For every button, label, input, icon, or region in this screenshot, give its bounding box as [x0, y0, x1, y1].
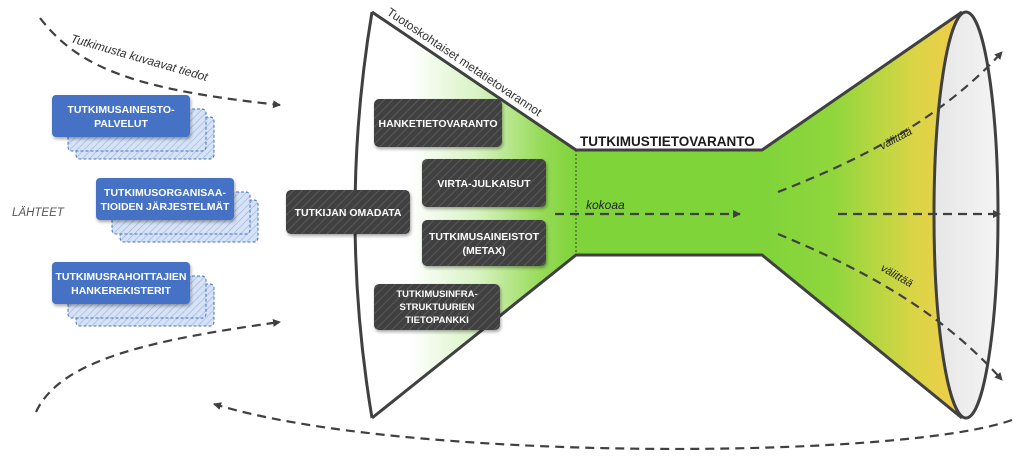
source-research-org-systems: TUTKIMUSORGANISAA- TIOIDEN JÄRJESTELMÄT: [96, 178, 259, 243]
source-research-data-services: TUTKIMUSAINEISTO- PALVELUT: [52, 95, 215, 160]
central-repo-title: TUTKIMUSTIETOVARANTO: [580, 134, 755, 149]
repo-datasets-metax: TUTKIMUSAINEISTOT (METAX): [422, 220, 546, 266]
flow-arrows: [35, 17, 1013, 451]
arrow-deliver-up: [777, 51, 1003, 194]
repository-boxes: TUTKIJAN OMADATA HANKETIETOVARANTO VIRTA…: [286, 99, 546, 330]
arrow-feedback-loop: [213, 402, 1013, 451]
arrow-return-lower: [35, 318, 281, 413]
source-3-line1: TUTKIMUSRAHOITTAJIEN: [55, 271, 186, 283]
funnel-outline: [371, 10, 963, 420]
arrow-describing-data: [39, 17, 281, 109]
repo-datasets-line1: TUTKIMUSAINEISTOT: [429, 231, 540, 243]
source-2-line1: TUTKIMUSORGANISAA-: [104, 187, 226, 199]
source-funder-registers: TUTKIMUSRAHOITTAJIEN HANKEREKISTERIT: [52, 262, 215, 327]
repo-infra-line3: TIETOPANKKI: [405, 315, 469, 326]
repo-researcher-label: TUTKIJAN OMADATA: [295, 207, 402, 219]
repo-virta-label: VIRTA-JULKAISUT: [437, 178, 531, 190]
collects-label: kokoaa: [586, 198, 625, 212]
funnel-neck: [576, 150, 762, 255]
repo-projects: HANKETIETOVARANTO: [374, 99, 502, 147]
repo-datasets-line2: (METAX): [463, 245, 506, 257]
repo-virta: VIRTA-JULKAISUT: [422, 159, 546, 207]
repo-researcher-omadata: TUTKIJAN OMADATA: [286, 190, 410, 234]
source-1-line1: TUTKIMUSAINEISTO-: [67, 104, 175, 116]
repo-infra-line1: TUTKIMUSINFRA-: [396, 289, 477, 300]
describing-data-label: Tutkimusta kuvaavat tiedot: [69, 31, 210, 84]
repo-infra: TUTKIMUSINFRA- STRUKTUURIEN TIETOPANKKI: [374, 284, 500, 330]
repo-projects-label: HANKETIETOVARANTO: [378, 118, 497, 130]
repo-infra-line2: STRUKTUURIEN: [400, 302, 475, 313]
source-boxes: TUTKIMUSAINEISTO- PALVELUT TUTKIMUSORGAN…: [52, 95, 259, 327]
source-2-line2: TIOIDEN JÄRJESTELMÄT: [101, 200, 231, 213]
source-1-line2: PALVELUT: [94, 118, 148, 130]
sources-label: LÄHTEET: [12, 207, 65, 219]
arrow-deliver-down: [777, 232, 1003, 381]
source-3-line2: HANKEREKISTERIT: [71, 285, 171, 297]
